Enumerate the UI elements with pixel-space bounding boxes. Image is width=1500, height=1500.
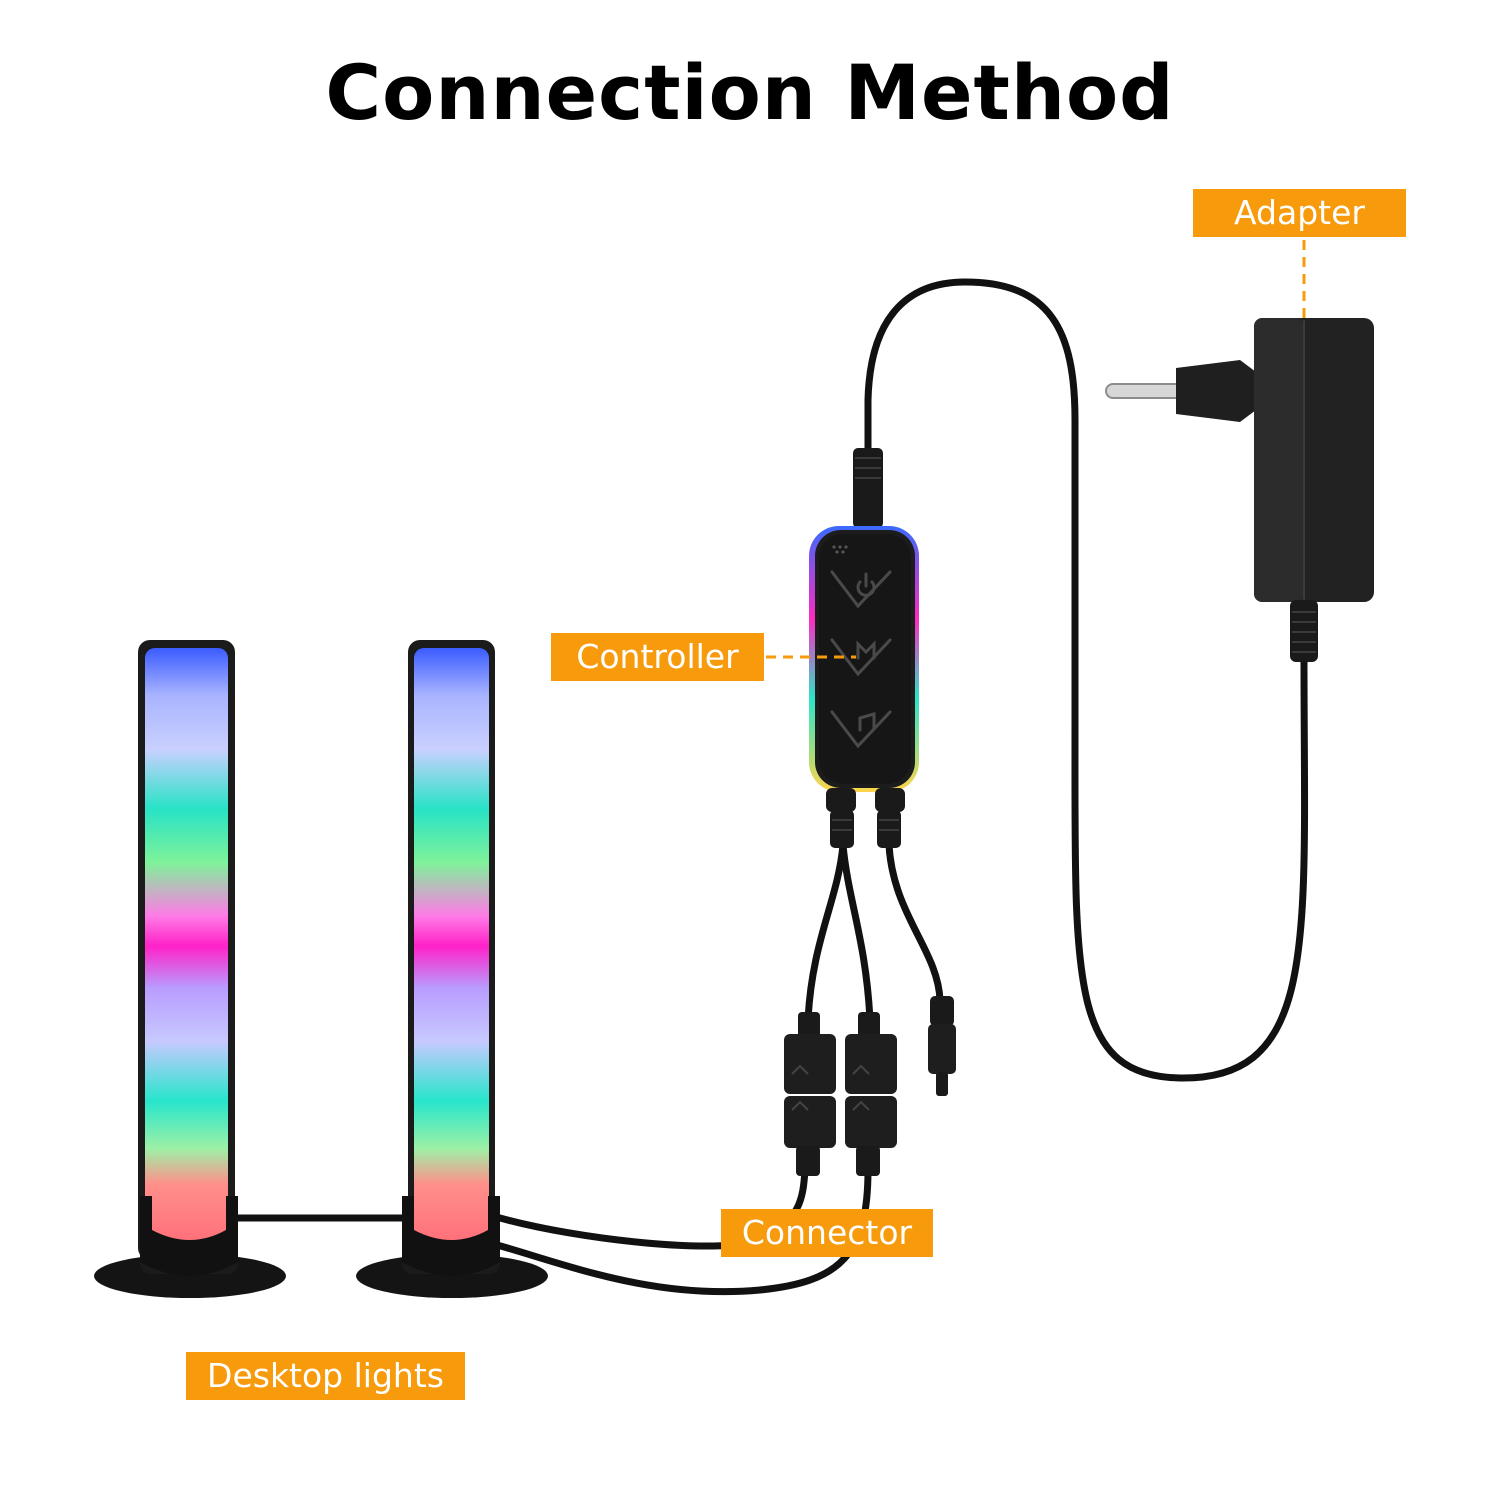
desktop-lights-label: Desktop lights bbox=[186, 1352, 465, 1400]
connector-pair bbox=[784, 996, 956, 1176]
connector-label: Connector bbox=[721, 1209, 933, 1257]
power-icon bbox=[830, 570, 892, 609]
split-cable-right bbox=[885, 841, 944, 1004]
controller-device bbox=[809, 448, 919, 848]
split-cable-left bbox=[804, 841, 847, 1024]
page-title: Connection Method bbox=[325, 48, 1175, 137]
cables bbox=[233, 278, 1309, 1296]
adapter-cable bbox=[864, 278, 1309, 1082]
desktop-light-left bbox=[94, 640, 286, 1298]
desktop-light-right bbox=[356, 640, 548, 1298]
controller-label: Controller bbox=[551, 633, 764, 681]
power-adapter bbox=[1105, 318, 1374, 662]
mode-icon bbox=[830, 638, 892, 677]
split-cable-middle bbox=[839, 841, 874, 1024]
music-icon bbox=[830, 710, 892, 749]
adapter-label: Adapter bbox=[1193, 189, 1406, 237]
leader-lines bbox=[766, 240, 1306, 659]
light-cable-1 bbox=[233, 1166, 809, 1250]
